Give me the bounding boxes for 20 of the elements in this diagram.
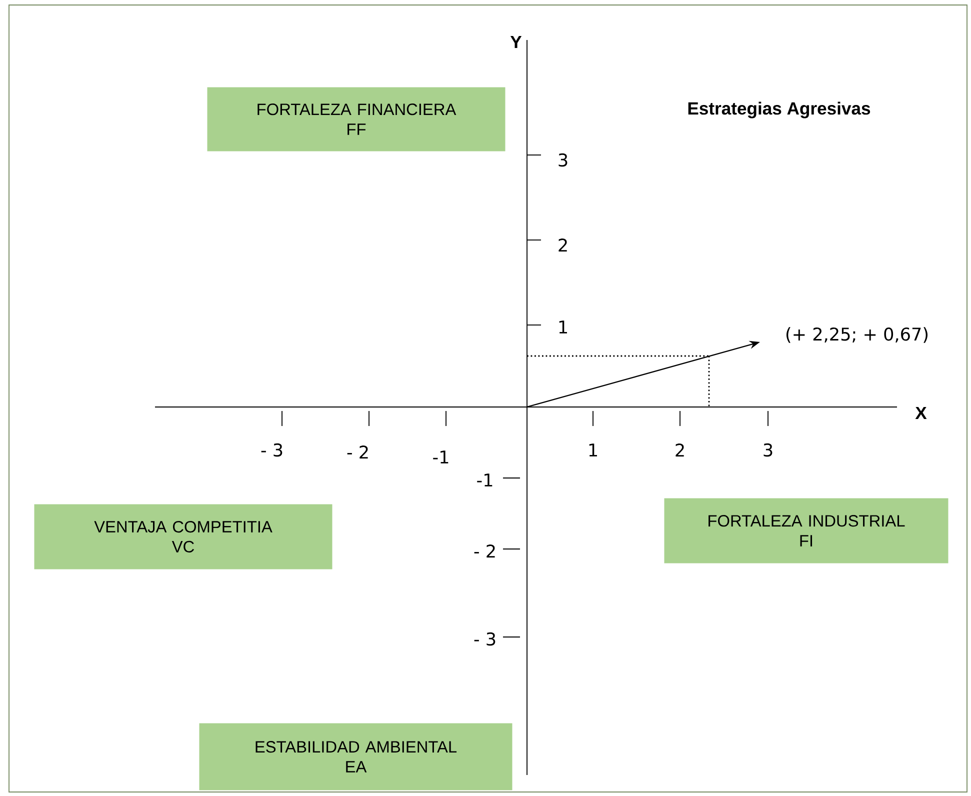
tick-label: 3: [764, 443, 772, 457]
quadrant-box: VENTAJA COMPETITIA VC: [34, 504, 332, 570]
point-label: (+ 2,25; + 0,67): [786, 327, 928, 343]
title-text: Estrategias Agresivas: [688, 102, 870, 118]
axis-label: Y: [510, 36, 522, 48]
tick-label: - 2: [347, 445, 368, 459]
tick-label: - 3: [474, 632, 496, 646]
axis-label: X: [915, 406, 927, 420]
quadrant-box: ESTABILIDAD AMBIENTAL EA: [199, 723, 512, 790]
tick-label: 2: [676, 443, 684, 457]
quadrant-box: FORTALEZA FINANCIERA FF: [207, 87, 506, 152]
quadrant-box: FORTALEZA INDUSTRIAL FI: [664, 498, 948, 564]
tick-label: 1: [559, 320, 567, 334]
tick-label: 3: [558, 153, 568, 167]
tick-label: 2: [558, 238, 567, 252]
tick-label: - 2: [474, 544, 495, 558]
tick-label: -1: [477, 474, 492, 486]
tick-label: - 3: [261, 443, 282, 457]
tick-label: 1: [589, 444, 597, 456]
tick-label: -1: [433, 450, 448, 464]
